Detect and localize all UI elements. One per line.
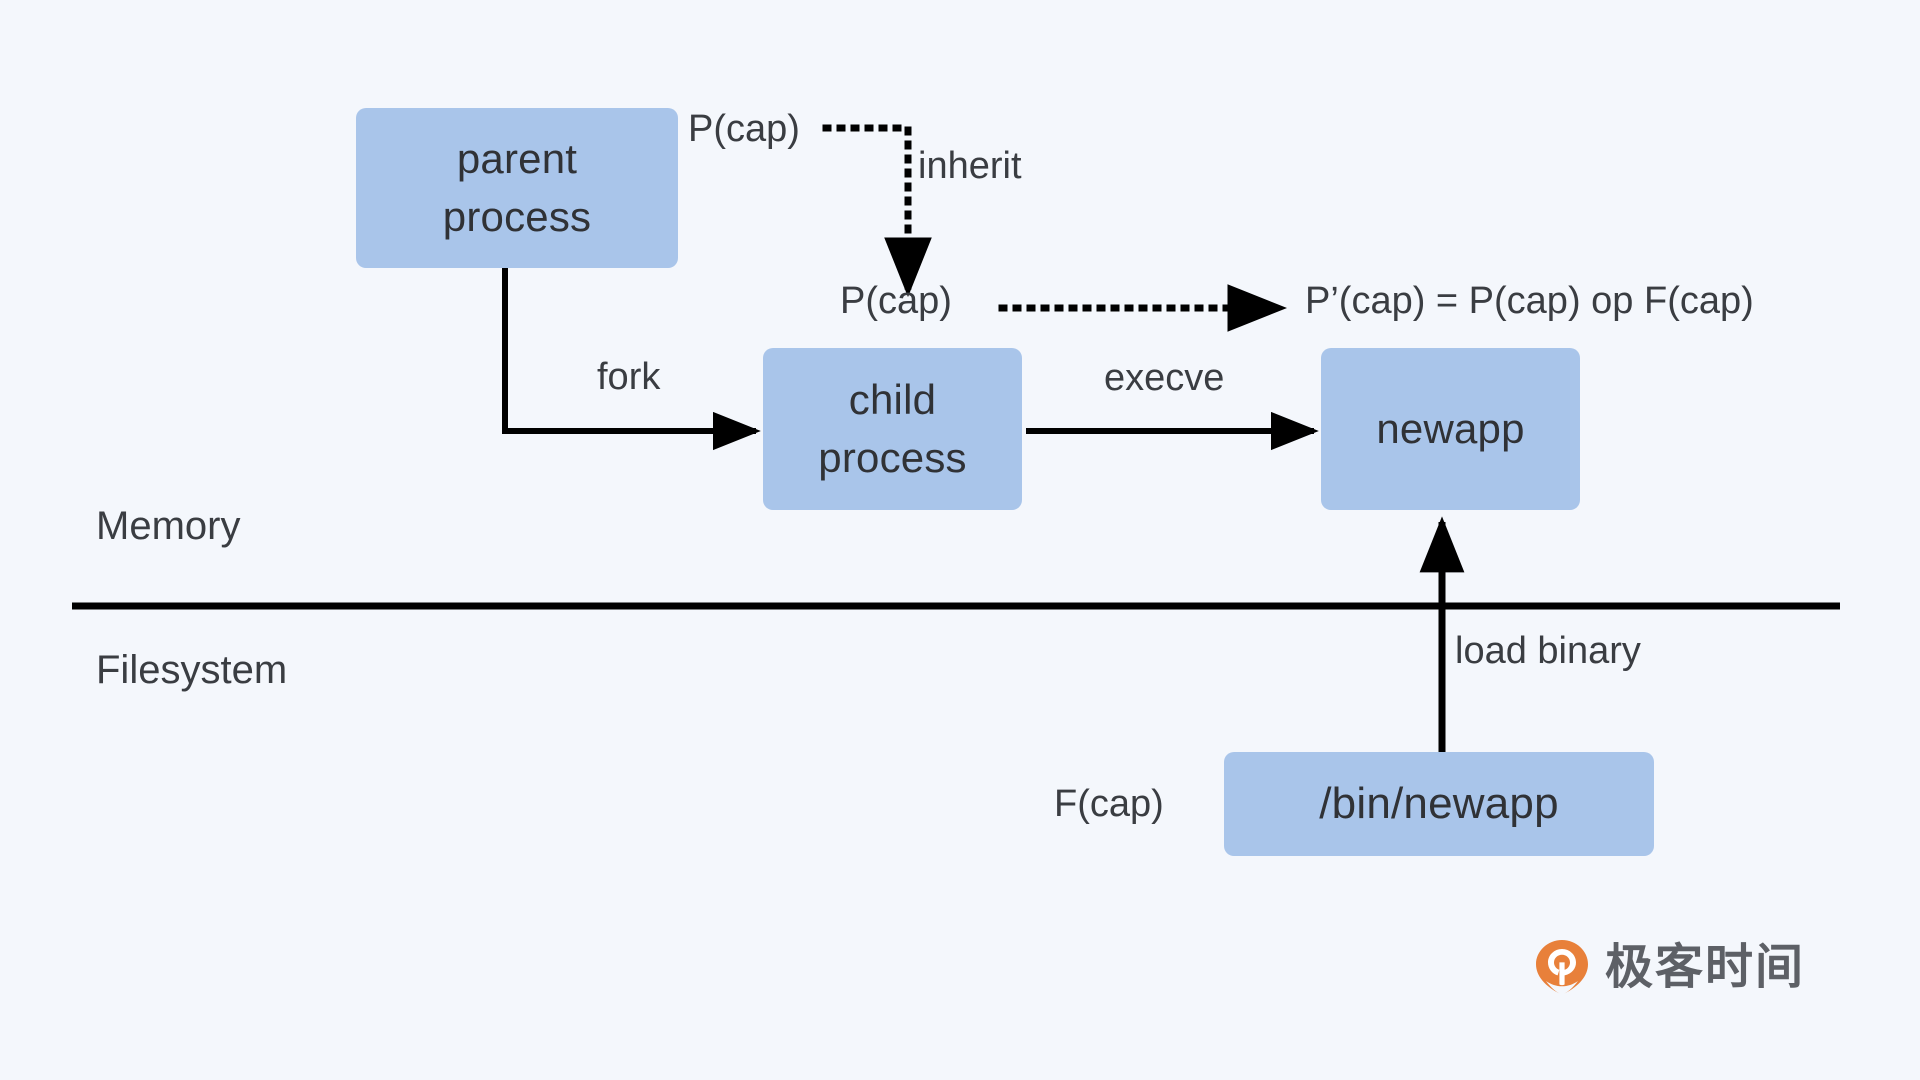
brand-logo-text: 极客时间 xyxy=(1605,939,1806,995)
fork-arrow xyxy=(502,268,761,451)
inherit-dotted-arrow xyxy=(822,124,932,297)
capability-label-result-cap: P’(cap) = P(cap) op F(cap) xyxy=(1305,280,1754,322)
node-child-process-line2: process xyxy=(818,434,967,481)
capability-label-file-cap: F(cap) xyxy=(1054,783,1164,825)
edge-label-execve: execve xyxy=(1104,357,1225,399)
node-child-process-line1: child xyxy=(848,376,937,424)
node-bin-newapp[interactable]: /bin/newapp xyxy=(1224,752,1654,856)
capability-label-parent-cap: P(cap) xyxy=(688,108,800,150)
node-parent-process-line1: parent xyxy=(456,135,578,183)
brand-logo: 极客时间 xyxy=(1533,938,1805,996)
edge-label-inherit: inherit xyxy=(918,145,1022,187)
node-child-process[interactable]: child process xyxy=(763,348,1022,510)
geektime-logo-icon xyxy=(1533,938,1591,996)
node-parent-process-line2: process xyxy=(442,193,592,240)
node-newapp[interactable]: newapp xyxy=(1321,348,1580,510)
capability-label-child-cap: P(cap) xyxy=(840,280,952,322)
edge-label-fork: fork xyxy=(597,356,661,398)
edge-label-load-binary: load binary xyxy=(1455,630,1641,672)
node-bin-newapp-line1: /bin/newapp xyxy=(1319,778,1559,828)
node-newapp-line1: newapp xyxy=(1376,405,1525,453)
region-label-filesystem: Filesystem xyxy=(96,648,288,692)
region-label-memory: Memory xyxy=(96,504,241,548)
node-parent-process[interactable]: parent process xyxy=(356,108,678,268)
